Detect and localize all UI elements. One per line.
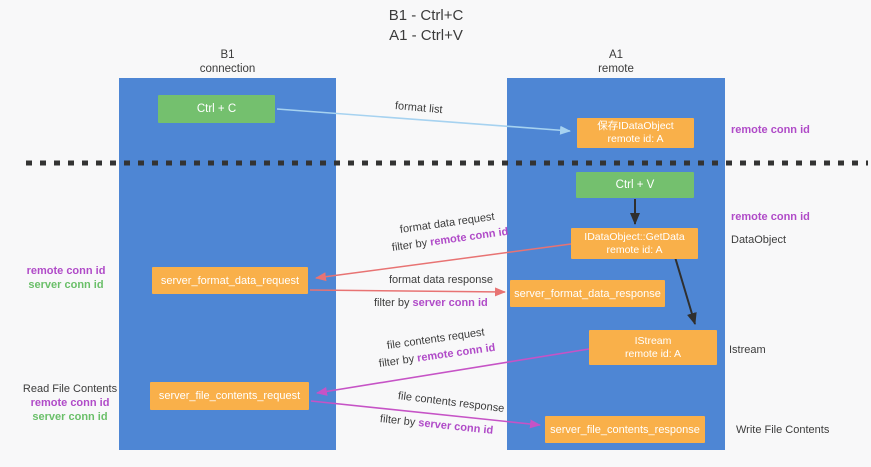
column-a1-title: A1 (608, 49, 624, 61)
label-file-contents-response: file contents response (397, 390, 505, 415)
right-istream-label: Istream (729, 344, 766, 356)
node-server-file-contents-request-label: server_file_contents_request (158, 390, 301, 402)
right-write-file-contents-label: Write File Contents (736, 424, 830, 436)
node-idataobject-getdata: IDataObject::GetData remote id: A (571, 228, 698, 259)
column-b1-title: B1 (220, 49, 235, 61)
right-dataobject-label: DataObject (731, 234, 787, 246)
node-store-idataobject-line1: 保存IDataObject (597, 120, 674, 132)
node-server-format-data-response-label: server_format_data_response (514, 287, 661, 300)
label-format-data-response: format data response (389, 274, 493, 286)
left-server-conn-id: server conn id (28, 279, 104, 291)
node-ctrl-v: Ctrl + V (576, 172, 694, 198)
left-remote-conn-id: remote conn id (26, 265, 106, 277)
node-ctrl-v-label: Ctrl + V (615, 179, 655, 191)
node-ctrl-c: Ctrl + C (158, 95, 275, 123)
annotation-read-file-contents: Read File Contents remote conn id server… (16, 382, 124, 424)
column-a1-subtitle: remote (598, 63, 634, 75)
filter-prefix-text: filter by (379, 413, 416, 429)
title-line-1: B1 - Ctrl+C (388, 7, 464, 24)
node-server-format-data-request-label: server_format_data_request (160, 274, 300, 287)
node-server-file-contents-response: server_file_contents_response (545, 416, 705, 443)
filter-server-conn-id-text: server conn id (417, 417, 494, 437)
label-format-list-text: format list (394, 100, 444, 117)
annotation-left-conn-ids: remote conn id server conn id (16, 264, 116, 292)
node-istream-line1: IStream (634, 334, 672, 347)
arrow-format-data-response (309, 287, 506, 297)
column-header-b1: B1 connection (119, 48, 336, 76)
column-b1-subtitle: connection (199, 63, 256, 75)
right-remote-conn-id-top: remote conn id (731, 124, 810, 136)
title-line-2: A1 - Ctrl+V (389, 27, 463, 44)
node-store-idataobject: 保存IDataObject remote id: A (577, 118, 694, 148)
node-idataobject-getdata-line1: IDataObject::GetData (584, 230, 685, 243)
filter-server-conn-id-text: server conn id (412, 297, 488, 309)
node-server-format-data-request: server_format_data_request (152, 267, 308, 294)
label-filter-server-conn-id-format: filter by server conn id (374, 297, 488, 309)
node-server-file-contents-request: server_file_contents_request (150, 382, 309, 410)
page-title: B1 - Ctrl+C A1 - Ctrl+V (296, 6, 556, 46)
label-format-data-response-text: format data response (389, 274, 493, 286)
left-remote-conn-id-bottom: remote conn id (30, 397, 110, 409)
label-format-list: format list (394, 100, 443, 116)
node-istream: IStream remote id: A (589, 330, 717, 365)
label-filter-server-conn-id-file: filter by server conn id (379, 413, 493, 437)
filter-prefix-text: filter by (378, 353, 415, 370)
node-store-idataobject-line2: remote id: A (607, 133, 664, 145)
node-server-format-data-response: server_format_data_response (510, 280, 665, 307)
right-remote-conn-id-mid: remote conn id (731, 211, 810, 223)
node-server-file-contents-response-label: server_file_contents_response (550, 423, 700, 436)
filter-prefix-text: filter by (391, 237, 428, 254)
read-file-contents-label: Read File Contents (22, 383, 118, 395)
left-server-conn-id-bottom: server conn id (32, 411, 108, 423)
node-istream-line2: remote id: A (624, 347, 682, 360)
label-file-contents-response-text: file contents response (397, 390, 505, 415)
node-ctrl-c-label: Ctrl + C (196, 103, 237, 115)
column-header-a1: A1 remote (507, 48, 725, 76)
node-idataobject-getdata-line2: remote id: A (606, 243, 663, 256)
filter-prefix-text: filter by (374, 297, 410, 309)
